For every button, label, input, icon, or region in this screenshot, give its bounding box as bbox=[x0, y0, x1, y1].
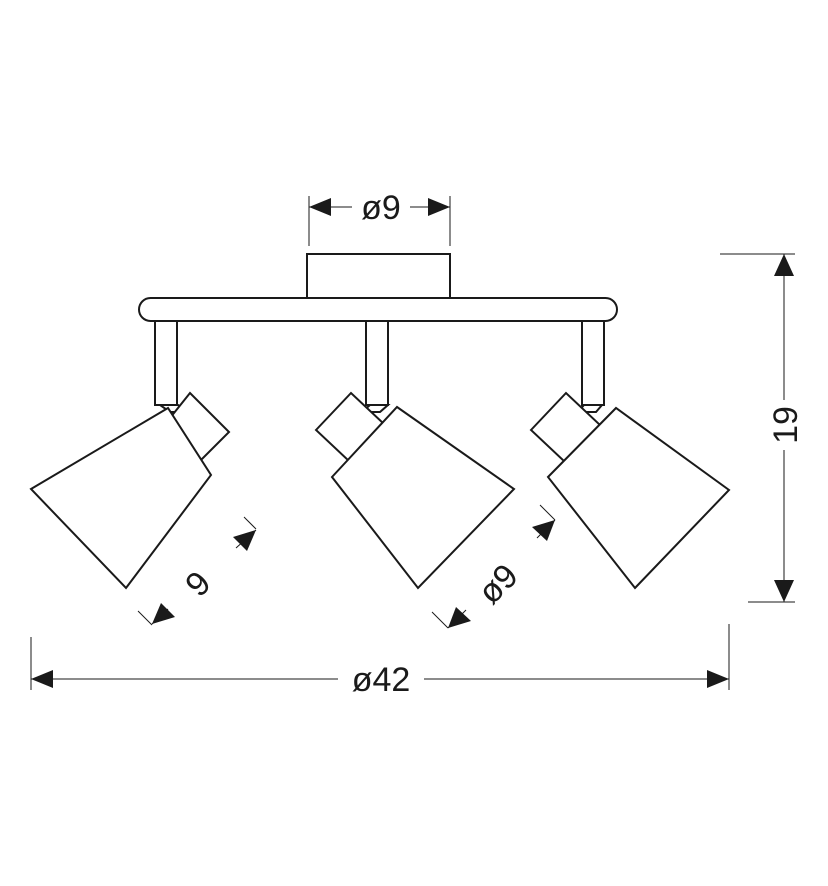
middle-shade bbox=[330, 405, 516, 590]
arrow-left-icon bbox=[309, 198, 331, 216]
middle-stem bbox=[365, 320, 389, 406]
total-width-label: ø42 bbox=[352, 661, 411, 699]
right-shade bbox=[546, 406, 731, 590]
arrow-upright-icon bbox=[233, 530, 256, 551]
height-label: 19 bbox=[767, 406, 805, 444]
arrow-right-icon bbox=[428, 198, 450, 216]
total-width-dimension: ø42 bbox=[30, 624, 730, 699]
arrow-up-icon bbox=[774, 254, 794, 276]
canopy-dimension: ø9 bbox=[308, 189, 451, 246]
right-spotlight bbox=[529, 320, 731, 590]
mounting-bar bbox=[138, 297, 618, 322]
right-stem bbox=[581, 320, 605, 406]
height-dimension: 19 bbox=[720, 253, 805, 603]
arrow-right-icon bbox=[707, 670, 729, 688]
middle-spotlight bbox=[314, 320, 516, 590]
left-shade bbox=[29, 406, 213, 590]
left-stem bbox=[154, 320, 178, 406]
shade-diameter-label: ø9 bbox=[471, 557, 526, 612]
ceiling-canopy bbox=[306, 253, 451, 300]
arrow-upright-icon bbox=[532, 520, 555, 541]
arrow-down-icon bbox=[774, 580, 794, 602]
shade-length-label: 9 bbox=[178, 564, 218, 604]
arrow-downleft-icon bbox=[152, 603, 175, 624]
canopy-diameter-label: ø9 bbox=[361, 189, 401, 227]
arrow-downleft-icon bbox=[448, 607, 471, 628]
left-spotlight bbox=[29, 320, 231, 590]
arrow-left-icon bbox=[31, 670, 53, 688]
